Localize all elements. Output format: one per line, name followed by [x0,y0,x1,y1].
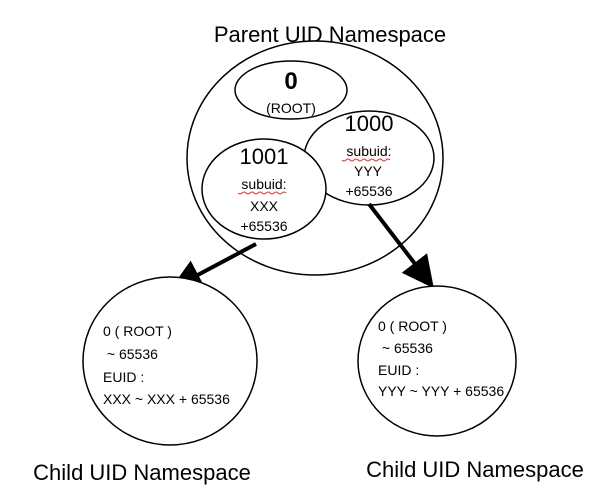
uid-1001-subuid-label: subuid: [241,176,286,192]
uid-1001-spellcheck-underline [237,191,287,195]
left-child-line-3: EUID : [103,369,144,385]
uid-1001-range-size: +65536 [240,218,287,234]
right-child-line-1: 0 ( ROOT ) [378,318,447,334]
root-uid-bubble [234,60,348,120]
root-uid-label: (ROOT) [266,100,316,116]
right-child-line-3: EUID : [378,362,419,378]
uid-1000-subuid-label: subuid: [346,143,391,159]
left-child-line-4: XXX ~ XXX + 65536 [103,391,230,407]
uid-1000-number: 1000 [345,111,394,136]
left-child-namespace-title: Child UID Namespace [33,460,251,485]
uid-1001-number: 1001 [240,144,289,169]
left-child-line-1: 0 ( ROOT ) [103,323,172,339]
uid-1001-bubble [201,138,327,240]
uid-1001-range-start: XXX [250,198,279,214]
right-child-line-4: YYY ~ YYY + 65536 [378,383,504,399]
left-child-namespace-circle [82,276,258,446]
uid-1000-spellcheck-underline [341,158,391,162]
arrow-uid-1000-to-right-child [367,202,434,289]
uid-1000-range-start: YYY [354,163,383,179]
uid-1000-range-size: +65536 [345,183,392,199]
root-uid-number: 0 [284,68,297,95]
right-child-namespace-title: Child UID Namespace [366,457,584,482]
left-child-line-2: ~ 65536 [103,346,158,362]
right-child-namespace-circle [357,285,517,437]
right-child-line-2: ~ 65536 [378,340,433,356]
